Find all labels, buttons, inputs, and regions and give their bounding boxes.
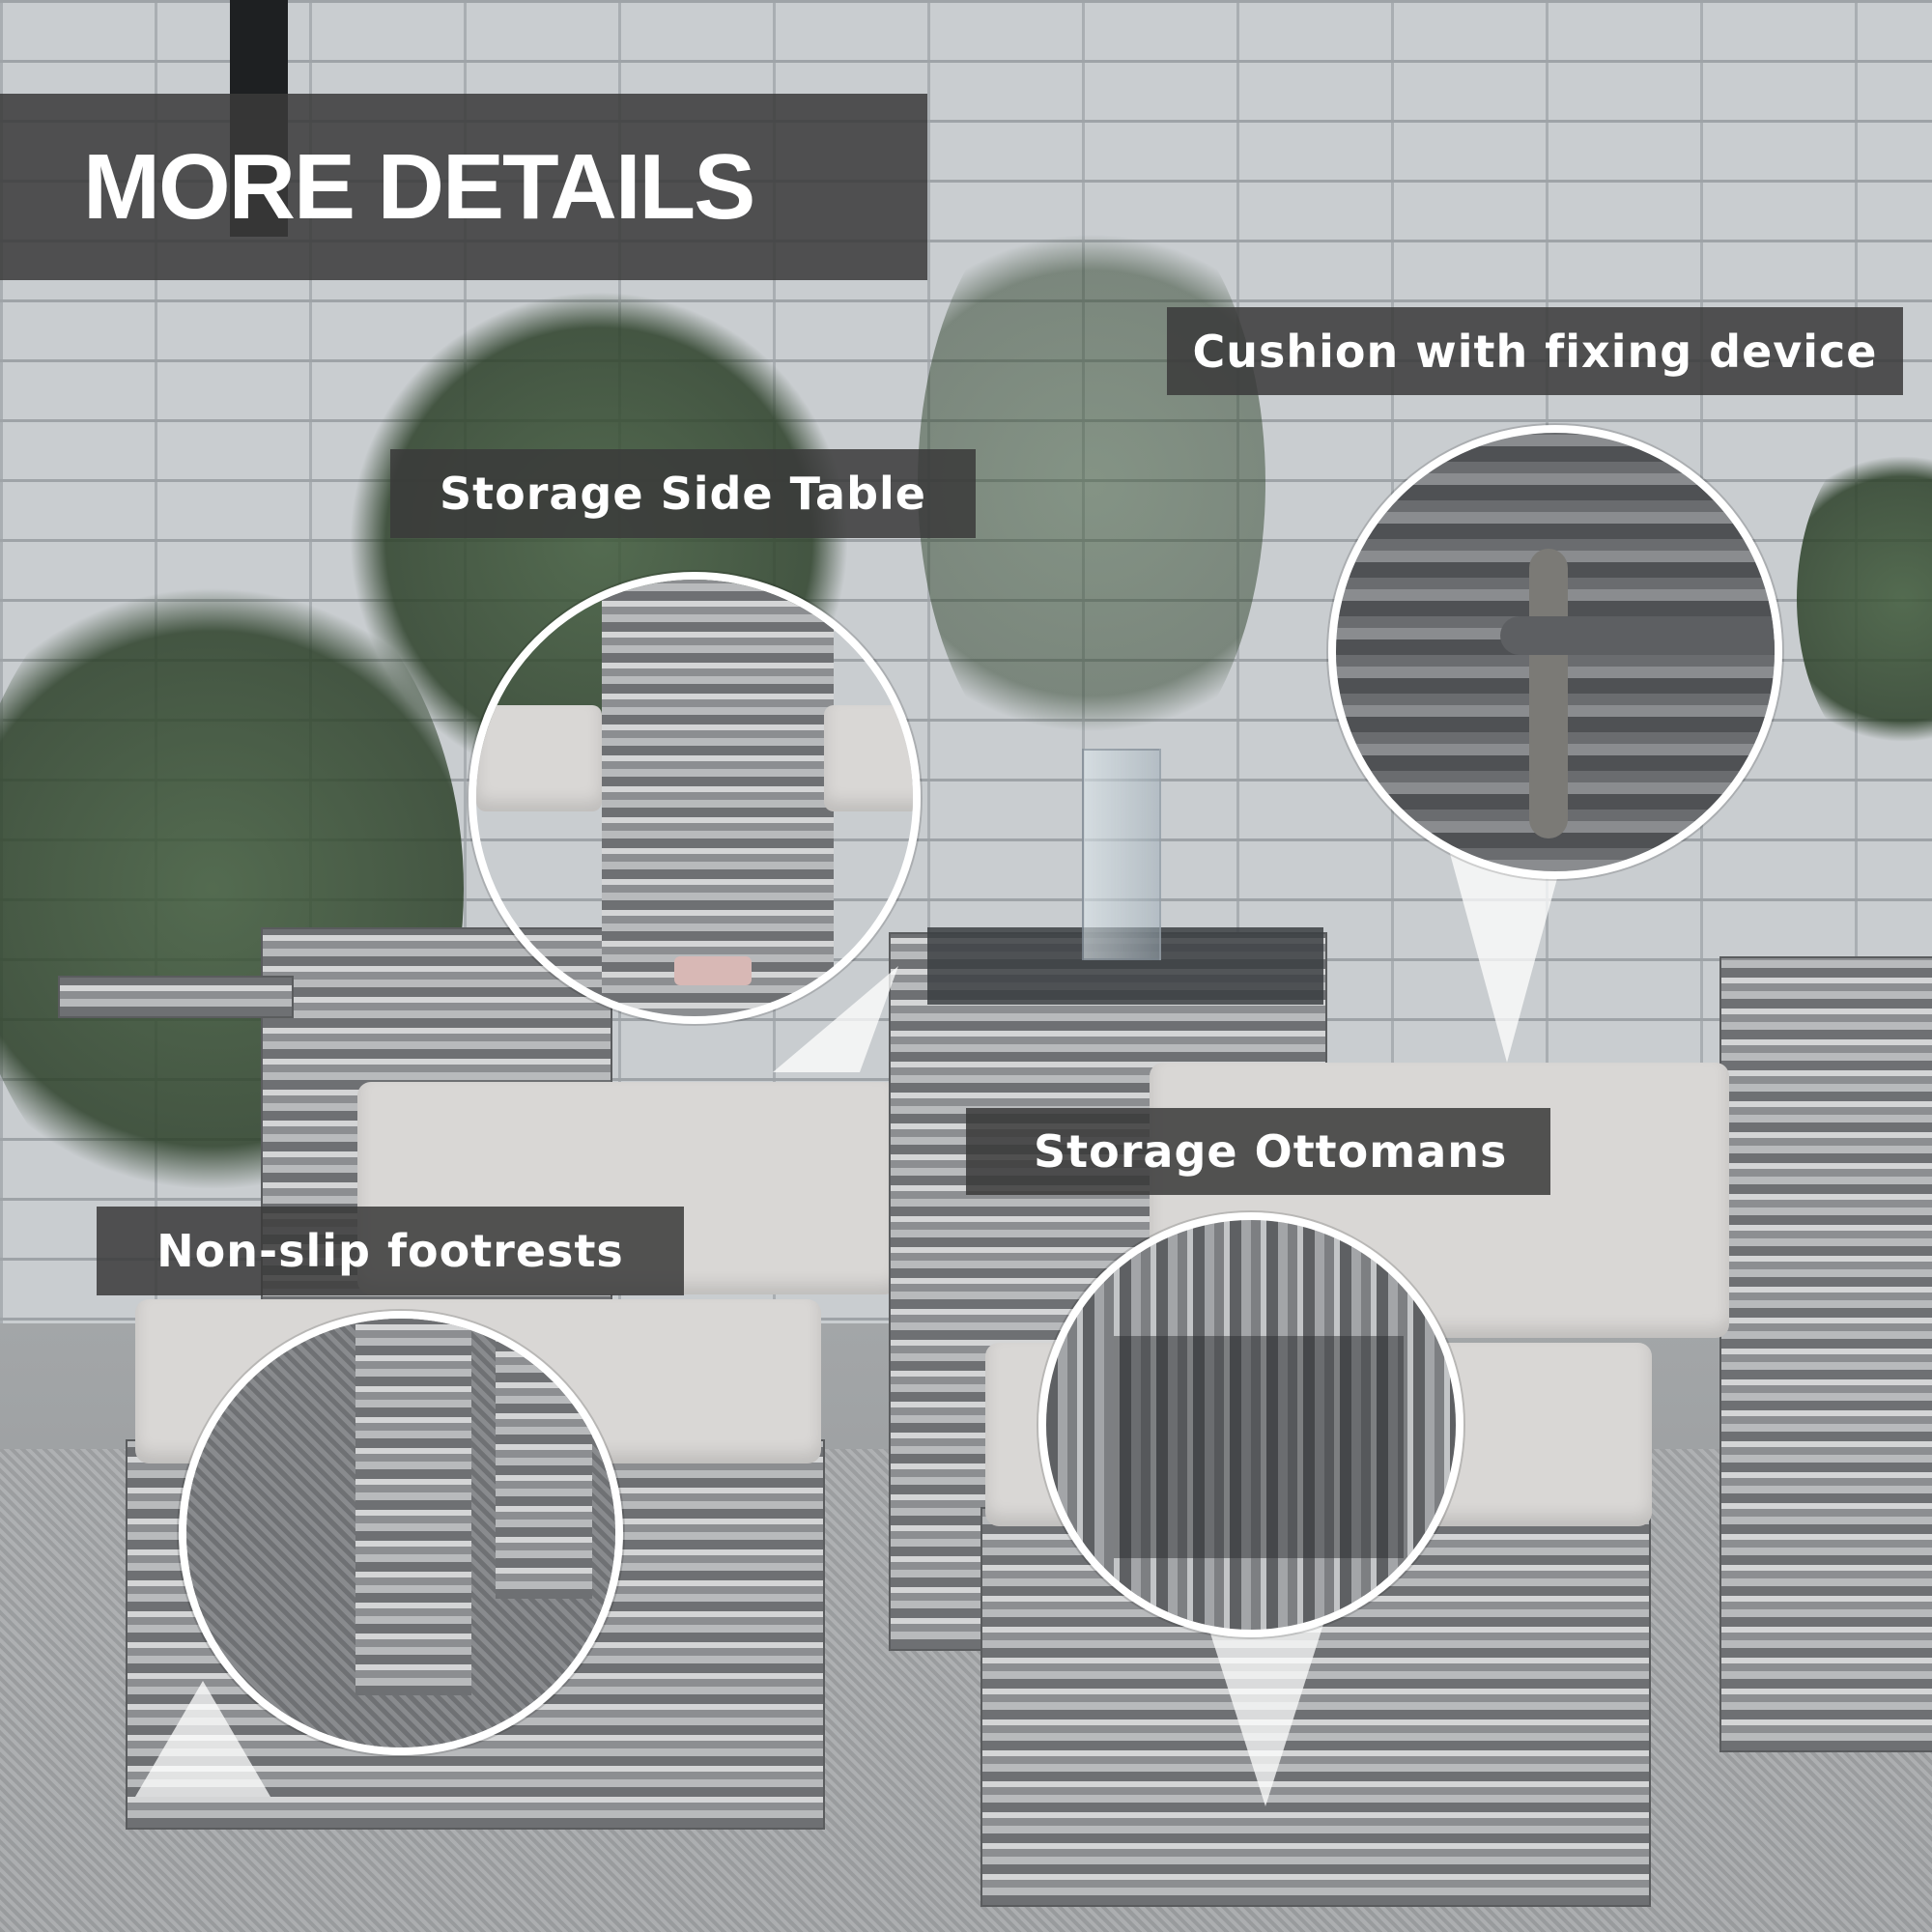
branch-plant	[918, 174, 1265, 792]
cushion-fixing-detail-circle	[1328, 425, 1782, 879]
callout-storage-side-table: Storage Side Table	[390, 449, 976, 538]
side-table-detail-cushion-left	[476, 705, 602, 811]
left-side-shelf	[58, 976, 294, 1018]
armchair-right	[1719, 956, 1932, 1752]
ottoman-storage-detail-circle	[1038, 1212, 1463, 1637]
metal-bar-icon	[1500, 616, 1775, 655]
callout-cushion-fixing-text: Cushion with fixing device	[1192, 325, 1878, 378]
side-table-detail-circle	[469, 572, 921, 1024]
side-table-detail-cushion-right	[824, 705, 913, 811]
footrest-leg-left	[355, 1319, 471, 1695]
side-table-interior-wicker	[602, 580, 834, 1016]
fixing-strap-icon	[1529, 549, 1568, 838]
callout-non-slip-footrests: Non-slip footrests	[97, 1207, 684, 1295]
callout-non-slip-footrests-text: Non-slip footrests	[156, 1225, 624, 1277]
storage-cavity	[1114, 1336, 1404, 1558]
page-title-text: MORE DETAILS	[83, 134, 755, 239]
page-title: MORE DETAILS	[0, 94, 927, 280]
glass-vase	[1082, 749, 1161, 960]
callout-storage-ottomans-text: Storage Ottomans	[1034, 1125, 1508, 1178]
teacups-icon	[674, 956, 752, 985]
cushion-pointer	[1449, 850, 1565, 1063]
footrest-leg-right	[496, 1319, 592, 1599]
ottoman-storage-interior-wicker	[1046, 1220, 1456, 1630]
callout-storage-side-table-text: Storage Side Table	[439, 468, 926, 520]
footrest-detail-circle	[179, 1311, 623, 1755]
callout-storage-ottomans: Storage Ottomans	[966, 1108, 1550, 1195]
callout-cushion-fixing: Cushion with fixing device	[1167, 307, 1903, 395]
